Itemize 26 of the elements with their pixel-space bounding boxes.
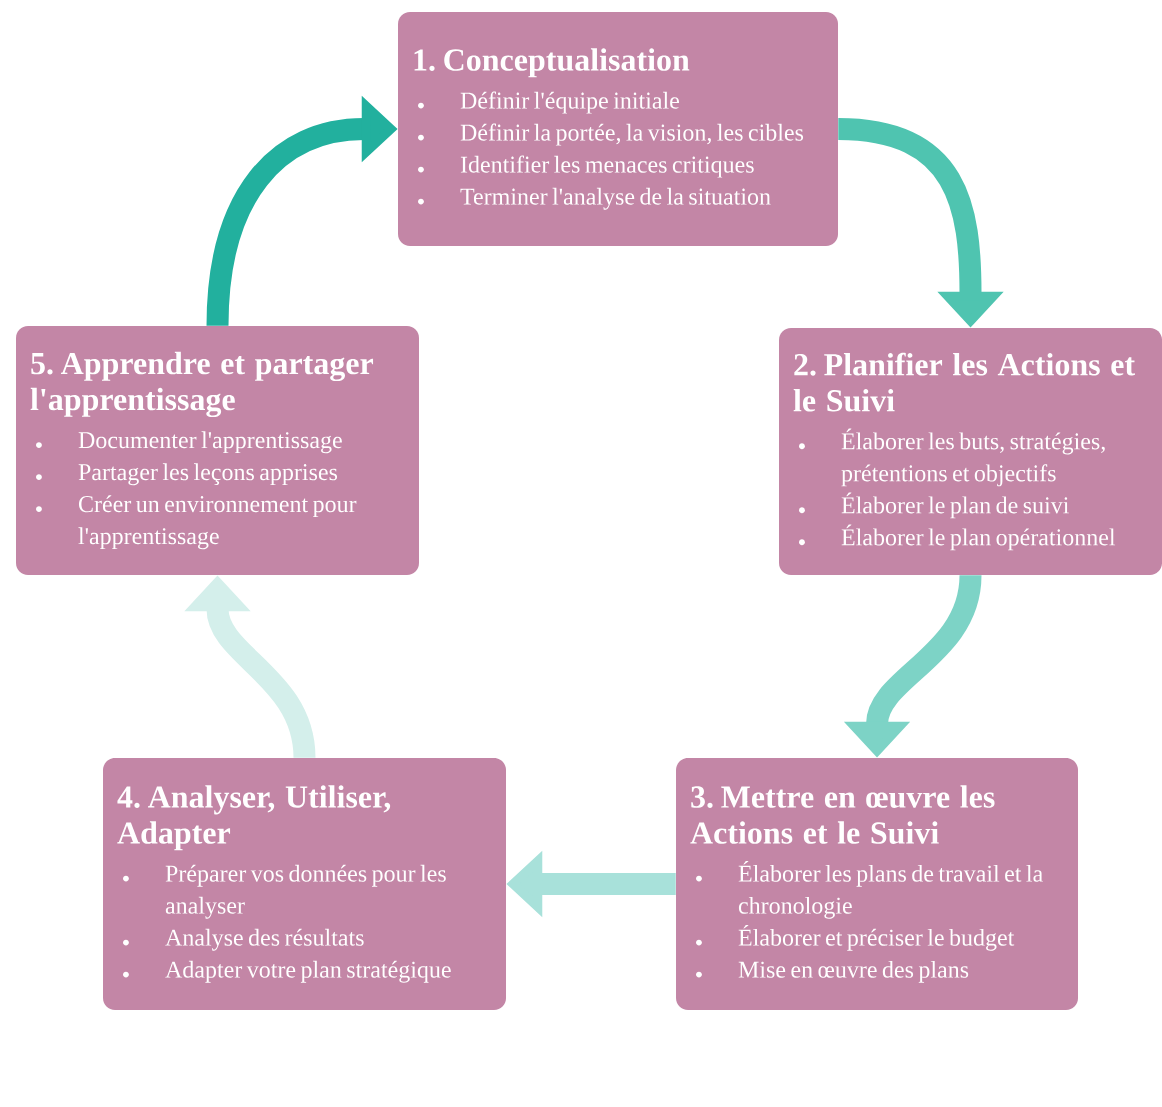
bullet-item: Élaborer les buts, stratégies, prétentions et objectifs bbox=[841, 428, 1105, 487]
bullet-item: Élaborer le plan opérationnel bbox=[841, 524, 1116, 551]
stage-title: 1. Conceptualisation bbox=[414, 48, 690, 78]
stage-box bbox=[779, 328, 1162, 575]
stage-box bbox=[676, 758, 1078, 1010]
stage-title: 4. Analyser, Utiliser, Adapter bbox=[117, 785, 391, 851]
stage-box bbox=[16, 326, 419, 575]
bullet-item: Adapter votre plan stratégique bbox=[165, 960, 451, 983]
stage-title: 3. Mettre en œuvre les Actions et le Suivi bbox=[690, 785, 995, 844]
stage-title: 2. Planifier les Actions et le Suivi bbox=[793, 352, 1135, 412]
bullet-item: Terminer l'analyse de la situation bbox=[460, 187, 771, 210]
bullet-item: Documenter l'apprentissage bbox=[78, 431, 342, 454]
bullet-item: Élaborer et préciser le budget bbox=[738, 924, 1015, 951]
bullet-item: Analyse des résultats bbox=[165, 928, 364, 951]
bullet-item: Identifier les menaces critiques bbox=[460, 155, 754, 178]
bullet-item: Préparer vos données pour les analyser bbox=[165, 864, 446, 919]
bullet-item: Mise en œuvre des plans bbox=[738, 960, 969, 983]
bullet-item: Définir l'équipe initiale bbox=[460, 91, 679, 114]
stage-box bbox=[103, 758, 506, 1010]
bullet-item: Élaborer les plans de travail et la chronologie bbox=[738, 860, 1043, 919]
bullet-item: Élaborer le plan de suivi bbox=[841, 492, 1069, 519]
bullet-item: Définir la portée, la vision, les cibles bbox=[460, 123, 804, 146]
bullet-item: Créer un environnement pour l'apprentissage bbox=[78, 495, 357, 550]
stage-title: 5. Apprendre et partager l'apprentissage bbox=[30, 351, 374, 418]
bullet-item: Partager les leçons apprises bbox=[78, 463, 338, 486]
stage-box bbox=[398, 12, 838, 246]
